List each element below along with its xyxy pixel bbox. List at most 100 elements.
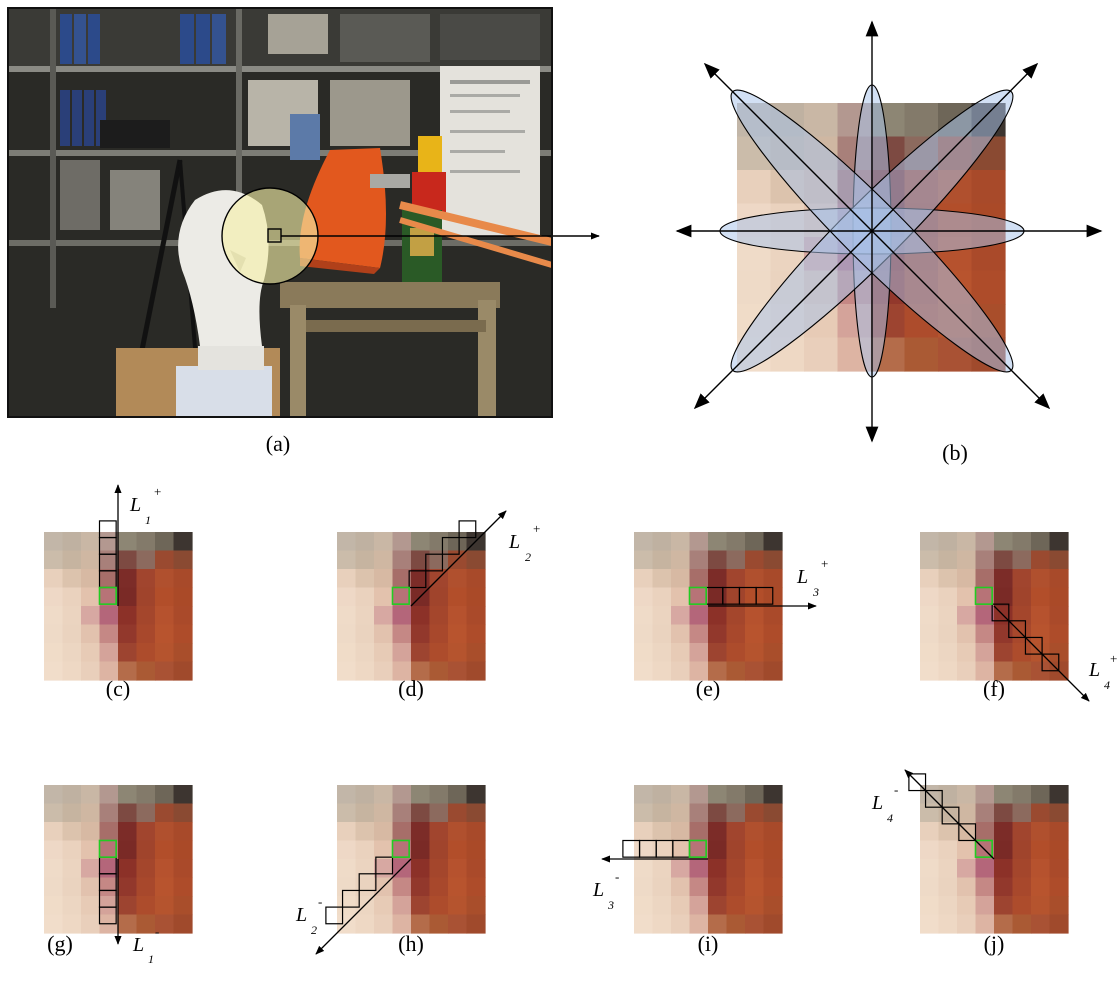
patch-pixel — [689, 896, 709, 916]
patch-pixel — [337, 822, 357, 842]
patch-pixel — [975, 661, 995, 681]
patch-pixel — [44, 785, 64, 805]
patch-pixel — [652, 624, 672, 644]
svg-text:4: 4 — [1104, 678, 1110, 692]
patch-pixel — [708, 624, 728, 644]
patch-pixel — [671, 606, 691, 626]
patch-pixel — [173, 803, 193, 823]
patch-pixel — [81, 643, 101, 663]
patch-pixel — [118, 606, 138, 626]
patch-pixel — [355, 914, 375, 934]
patch-pixel — [975, 532, 995, 552]
patch-pixel — [652, 914, 672, 934]
patch-pixel — [1049, 840, 1069, 860]
patch-pixel — [671, 914, 691, 934]
patch-pixel — [634, 569, 654, 589]
patch-pixel — [155, 914, 175, 934]
patch-pixel — [726, 877, 746, 897]
patch-pixel — [466, 643, 486, 663]
patch-pixel — [671, 896, 691, 916]
patch-pixel — [155, 877, 175, 897]
patch-pixel — [136, 587, 156, 607]
patch-e — [634, 532, 783, 681]
patch-pixel — [745, 643, 765, 663]
patch-pixel — [634, 587, 654, 607]
patch-pixel — [763, 550, 783, 570]
patch-c — [44, 532, 193, 681]
patch-pixel — [337, 859, 357, 879]
scan-cell — [755, 586, 774, 605]
patch-pixel — [118, 803, 138, 823]
patch-pixel — [136, 785, 156, 805]
patch-pixel — [355, 785, 375, 805]
patch-pixel — [689, 859, 709, 879]
patch-pixel — [920, 587, 940, 607]
patch-pixel — [44, 661, 64, 681]
patch-pixel — [726, 606, 746, 626]
patch-pixel — [411, 877, 431, 897]
patch-pixel — [1031, 661, 1051, 681]
patch-pixel — [763, 840, 783, 860]
patch-pixel — [994, 877, 1014, 897]
patch-pixel — [938, 914, 958, 934]
patch-pixel — [1049, 606, 1069, 626]
patch-pixel — [975, 643, 995, 663]
patch-pixel — [1012, 606, 1032, 626]
patch-pixel — [173, 532, 193, 552]
patch-pixel — [155, 785, 175, 805]
patch-pixel — [118, 877, 138, 897]
patch-pixel — [99, 877, 119, 897]
patch-pixel — [1012, 840, 1032, 860]
patch-pixel — [136, 877, 156, 897]
patch-pixel — [763, 624, 783, 644]
patch-pixel — [411, 914, 431, 934]
patch-pixel — [689, 914, 709, 934]
patch-pixel — [671, 822, 691, 842]
caption-f: (f) — [983, 676, 1005, 701]
patch-pixel — [173, 550, 193, 570]
svg-text:L: L — [1088, 659, 1100, 681]
patch-pixel — [44, 643, 64, 663]
patch-pixel — [62, 877, 82, 897]
patch-pixel — [652, 785, 672, 805]
patch-pixel — [374, 624, 394, 644]
patch-pixel — [726, 661, 746, 681]
caption-h: (h) — [398, 931, 424, 956]
patch-pixel — [1012, 569, 1032, 589]
patch-pixel — [173, 877, 193, 897]
patch-pixel — [429, 840, 449, 860]
patch-pixel — [99, 785, 119, 805]
patch-pixel — [763, 606, 783, 626]
patch-pixel — [1012, 643, 1032, 663]
patch-pixel — [429, 661, 449, 681]
svg-text:1: 1 — [148, 952, 154, 966]
patch-pixel — [689, 606, 709, 626]
patch-pixel — [155, 840, 175, 860]
patch-pixel — [62, 643, 82, 663]
patch-pixel — [392, 606, 412, 626]
patch-pixel — [466, 840, 486, 860]
patch-pixel — [392, 532, 412, 552]
patch-pixel — [634, 643, 654, 663]
patch-pixel — [745, 606, 765, 626]
svg-text:L: L — [796, 566, 808, 588]
label-L4-minus: L - 4 — [871, 782, 898, 825]
patch-pixel — [804, 337, 839, 372]
patch-pixel — [44, 803, 64, 823]
patch-pixel — [62, 914, 82, 934]
patch-pixel — [726, 550, 746, 570]
patch-pixel — [763, 532, 783, 552]
patch-pixel — [99, 624, 119, 644]
patch-pixel — [689, 785, 709, 805]
patch-pixel — [411, 785, 431, 805]
patch-pixel — [136, 840, 156, 860]
patch-pixel — [938, 532, 958, 552]
patch-pixel — [136, 914, 156, 934]
patch-pixel — [448, 587, 468, 607]
patch-pixel — [173, 859, 193, 879]
patch-pixel — [44, 569, 64, 589]
center-pixel-box — [98, 586, 117, 605]
patch-pixel — [652, 550, 672, 570]
patch-pixel — [1049, 550, 1069, 570]
patch-pixel — [136, 822, 156, 842]
